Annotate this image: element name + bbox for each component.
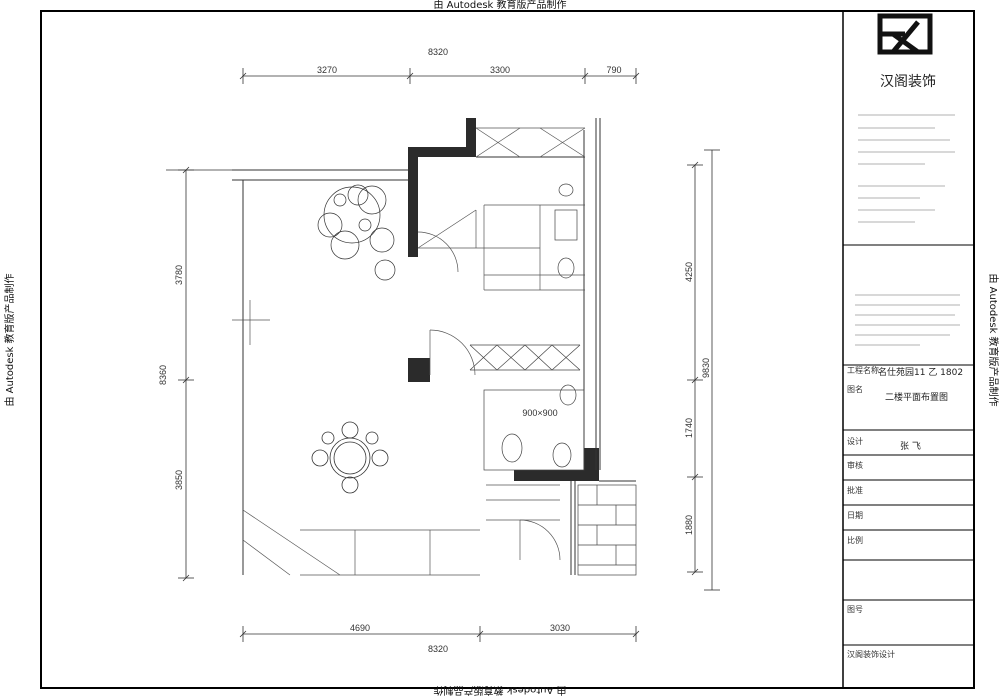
left-dim-1: 3780 <box>174 265 184 285</box>
title-block <box>843 244 974 646</box>
misc-furniture <box>232 300 560 576</box>
bath-size-label: 900×900 <box>522 408 557 418</box>
stair-structure <box>417 127 586 291</box>
company-logo-icon <box>877 13 933 55</box>
wardrobe <box>469 344 581 371</box>
door-swings <box>417 231 561 561</box>
project-label: 工程名称 <box>847 365 879 375</box>
scale-label: 比例 <box>847 535 863 545</box>
plant-icon <box>317 184 396 281</box>
exterior-lines <box>232 118 636 575</box>
drawing-label: 图名 <box>847 384 863 394</box>
top-dim-3: 790 <box>606 65 621 75</box>
watermark-bottom: 由 Autodesk 教育版产品制作 <box>433 684 566 697</box>
bathroom-fixtures <box>483 183 585 471</box>
top-total-dim: 8320 <box>428 47 448 57</box>
company-name: 汉阁装饰 <box>880 74 936 90</box>
bottom-dimension-chain <box>239 626 640 642</box>
designer-label: 设计 <box>847 436 863 446</box>
drawing-value: 二楼平面布置图 <box>885 391 948 403</box>
watermark-top: 由 Autodesk 教育版产品制作 <box>433 0 566 11</box>
bottom-dim-1: 4690 <box>350 623 370 633</box>
right-dim-2: 1740 <box>684 418 694 438</box>
right-dim-1: 4250 <box>684 262 694 282</box>
right-dim-3: 1880 <box>684 515 694 535</box>
drawing-border <box>40 10 975 689</box>
top-dim-1: 3270 <box>317 65 337 75</box>
left-total-dim: 8360 <box>158 365 168 385</box>
check-label: 审核 <box>847 460 863 470</box>
top-dimension-chain <box>239 68 640 84</box>
left-dimension-chain <box>166 166 232 582</box>
notes-block <box>855 114 960 346</box>
right-dimension-chain <box>687 149 720 591</box>
right-total-dim: 9830 <box>701 358 711 378</box>
walls <box>408 118 599 481</box>
left-dim-2: 3850 <box>174 470 184 490</box>
date-label: 日期 <box>847 511 863 520</box>
bottom-dim-2: 3030 <box>550 623 570 633</box>
project-value: 名仕苑园11 乙 1802 <box>878 366 963 378</box>
sheet-label: 图号 <box>847 605 863 614</box>
dining-table-icon <box>311 421 389 494</box>
designer-value: 张 飞 <box>900 441 921 452</box>
footer-label: 汉阁装饰设计 <box>847 649 895 659</box>
top-dim-2: 3300 <box>490 65 510 75</box>
balcony-tiles <box>577 484 637 576</box>
approve-label: 批准 <box>847 485 863 495</box>
watermark-left: 由 Autodesk 教育版产品制作 <box>3 273 16 406</box>
bottom-total-dim: 8320 <box>428 644 448 654</box>
watermark-right: 由 Autodesk 教育版产品制作 <box>987 273 1000 406</box>
